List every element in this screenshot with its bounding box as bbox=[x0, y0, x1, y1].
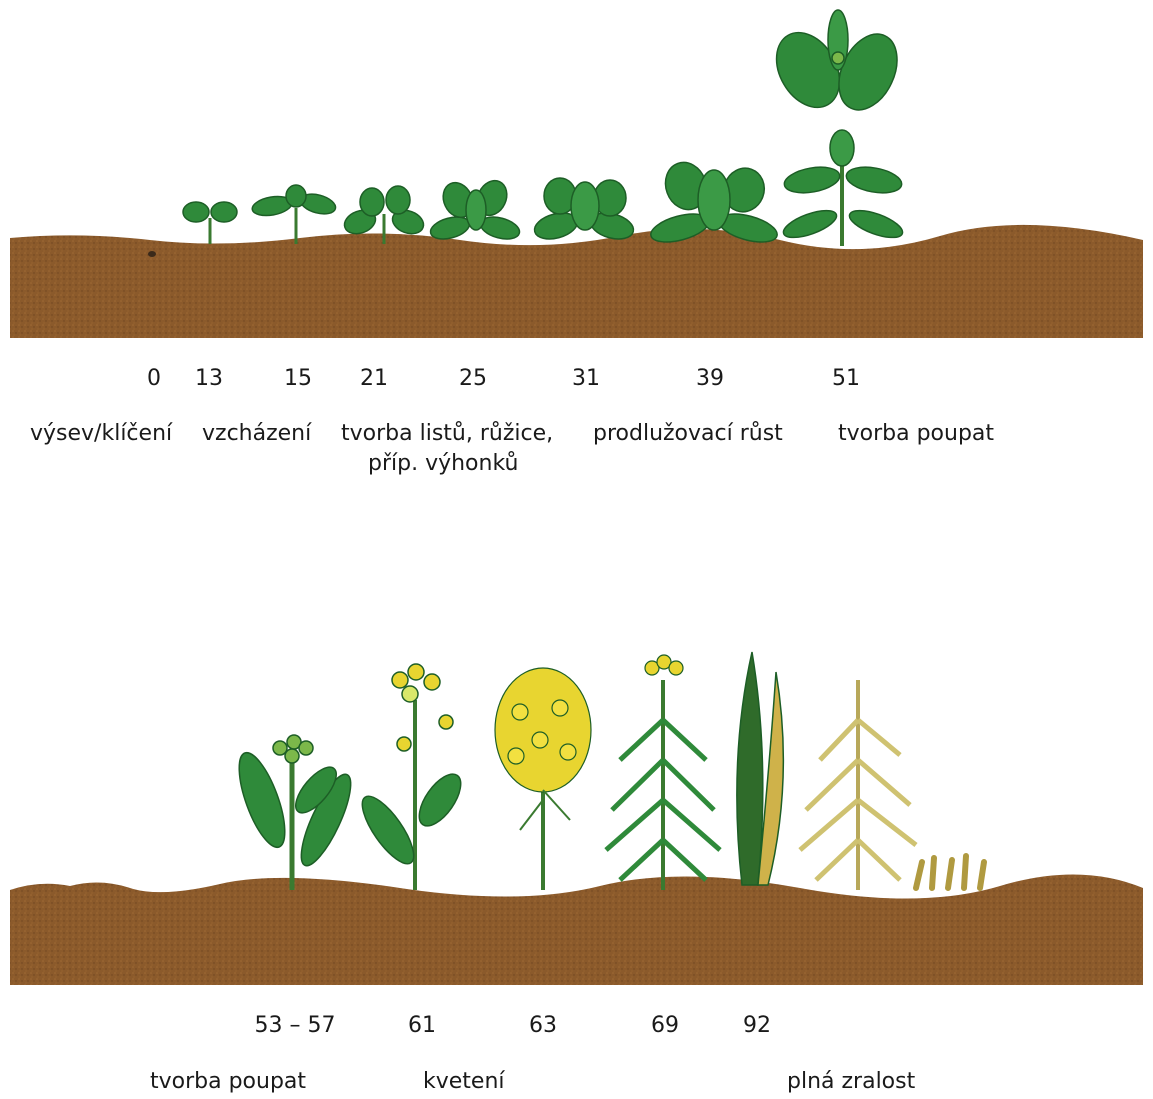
plant-stage-13 bbox=[183, 202, 237, 244]
phase-label-flowering: kvetení bbox=[423, 1071, 505, 1093]
stage-code-63: 63 bbox=[529, 1015, 557, 1037]
pod-detail-stage-92 bbox=[737, 652, 784, 885]
plant-stage-15 bbox=[251, 185, 338, 244]
stage-code-13: 13 bbox=[195, 368, 223, 390]
phase-label-sowing-germination: výsev/klíčení bbox=[30, 423, 172, 445]
bud-detail-inset bbox=[764, 10, 909, 119]
phase-label-emergence: vzcházení bbox=[202, 423, 311, 445]
plant-stage-61 bbox=[354, 664, 469, 890]
plant-stage-53-57 bbox=[230, 735, 360, 890]
plant-stage-69 bbox=[606, 655, 720, 890]
stubble bbox=[916, 856, 984, 888]
plant-stage-63 bbox=[495, 668, 591, 890]
plant-stage-51 bbox=[780, 130, 905, 246]
stage-code-25: 25 bbox=[459, 368, 487, 390]
stage-code-61: 61 bbox=[408, 1015, 436, 1037]
phase-label-leaf-rosette-line1: tvorba listů, růžice, bbox=[341, 423, 553, 445]
stage-code-0: 0 bbox=[147, 368, 161, 390]
phase-label-bud-formation-bottom: tvorba poupat bbox=[150, 1071, 306, 1093]
stage-code-21: 21 bbox=[360, 368, 388, 390]
stage-code-15: 15 bbox=[284, 368, 312, 390]
phase-label-full-maturity: plná zralost bbox=[787, 1071, 915, 1093]
stage-code-39: 39 bbox=[696, 368, 724, 390]
soil-bottom bbox=[10, 874, 1143, 985]
soil-top bbox=[10, 225, 1143, 338]
phase-label-bud-formation-top: tvorba poupat bbox=[838, 423, 994, 445]
stage-code-92: 92 bbox=[743, 1015, 771, 1037]
phase-label-leaf-rosette-line2: příp. výhonků bbox=[368, 453, 518, 475]
stage-code-31: 31 bbox=[572, 368, 600, 390]
plant-stage-25 bbox=[428, 176, 522, 243]
stage-code-51: 51 bbox=[832, 368, 860, 390]
plant-stage-31 bbox=[532, 178, 637, 243]
plant-mature-dry bbox=[800, 680, 916, 890]
stage-code-69: 69 bbox=[651, 1015, 679, 1037]
phase-label-stem-elongation: prodlužovací růst bbox=[593, 423, 783, 445]
seed-stage-0 bbox=[148, 251, 156, 257]
stage-code-53-57: 53 – 57 bbox=[255, 1015, 336, 1037]
